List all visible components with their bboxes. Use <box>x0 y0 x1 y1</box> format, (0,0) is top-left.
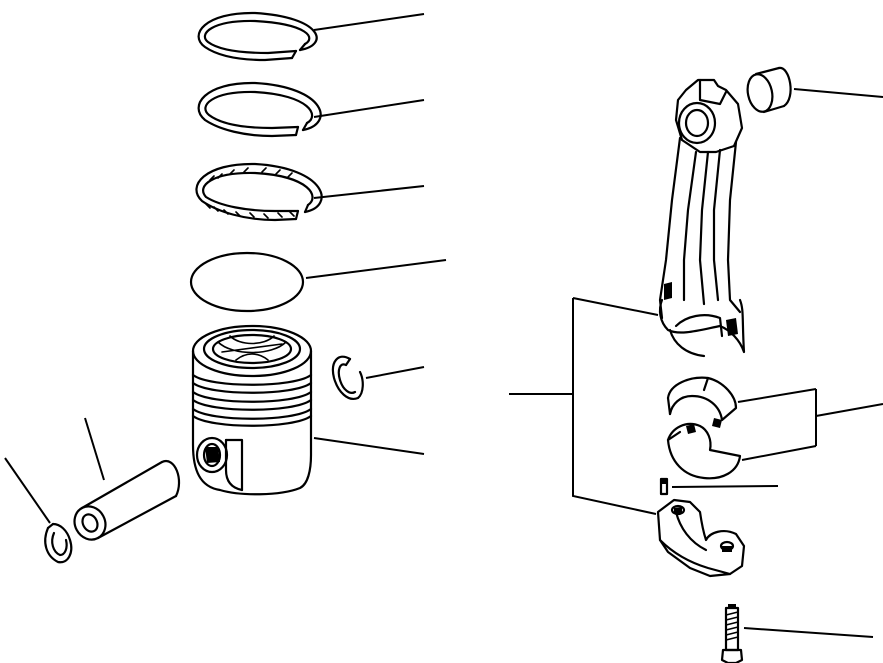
leader-line <box>313 185 425 199</box>
leader-line <box>313 99 425 118</box>
piston <box>191 324 313 496</box>
leader-line <box>741 445 817 461</box>
leader-line <box>84 417 105 481</box>
dowel-pin <box>659 477 669 496</box>
leader-line <box>793 88 883 98</box>
second-compression-ring <box>197 81 322 138</box>
cap-bolt <box>720 604 744 663</box>
leader-line <box>313 437 425 455</box>
ring-expander <box>189 251 305 313</box>
leader-line <box>313 13 425 31</box>
leader-line <box>737 388 817 403</box>
connecting-rod-bearings <box>666 376 742 480</box>
connecting-rod-cap <box>656 498 746 578</box>
leader-line <box>305 259 447 279</box>
leader-line <box>4 457 51 524</box>
top-compression-ring <box>197 11 318 62</box>
leader-line <box>743 627 874 638</box>
oil-control-ring <box>195 162 323 222</box>
piston-retaining-ring-right <box>331 355 364 400</box>
piston-pin <box>73 460 181 541</box>
leader-line <box>572 297 659 316</box>
leader-line <box>671 485 779 488</box>
connecting-rod-assembly <box>658 78 746 358</box>
leader-line <box>365 366 425 379</box>
leader-bracket <box>509 298 657 515</box>
leader-bracket <box>815 389 883 446</box>
small-end-bushing <box>746 66 792 114</box>
piston-retaining-ring-left <box>44 522 73 564</box>
